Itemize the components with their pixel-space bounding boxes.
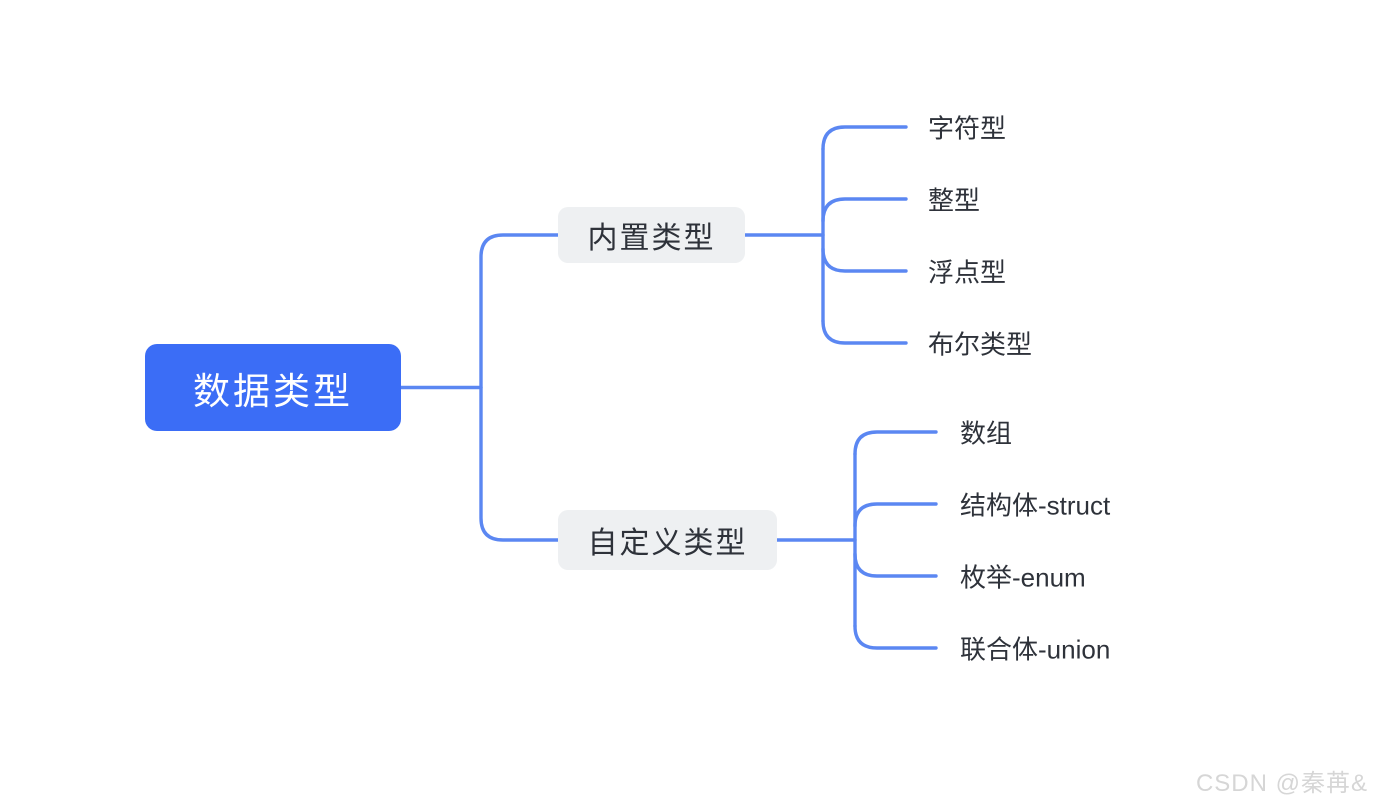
leaf-node-bool-type: 布尔类型 — [928, 329, 1033, 360]
connector-leaf-enum — [853, 552, 938, 578]
leaf-node-struct: 结构体-struct — [960, 490, 1111, 521]
branch-node-builtin-types: 内置类型 — [558, 207, 745, 263]
connector-leaf-int — [821, 197, 908, 223]
leaf-node-enum: 枚举-enum — [960, 562, 1086, 593]
leaf-node-char-type: 字符型 — [928, 113, 1007, 144]
connector-level1-bracket — [479, 233, 560, 542]
leaf-node-array: 数组 — [960, 418, 1013, 449]
connector-leaf-bool — [821, 319, 908, 345]
connector-leaf-union — [853, 624, 938, 650]
connector-leaf-struct — [853, 502, 938, 528]
leaf-node-union: 联合体-union — [960, 634, 1111, 665]
connector-leaf-array — [853, 430, 938, 456]
csdn-watermark: CSDN @秦苒& — [1195, 770, 1368, 797]
root-node-data-type: 数据类型 — [145, 344, 401, 431]
connector-leaf-float — [821, 247, 908, 273]
connector-leaf-char — [821, 125, 908, 151]
branch-node-custom-types: 自定义类型 — [558, 510, 777, 570]
leaf-node-int-type: 整型 — [928, 185, 981, 216]
leaf-node-float-type: 浮点型 — [928, 257, 1007, 288]
